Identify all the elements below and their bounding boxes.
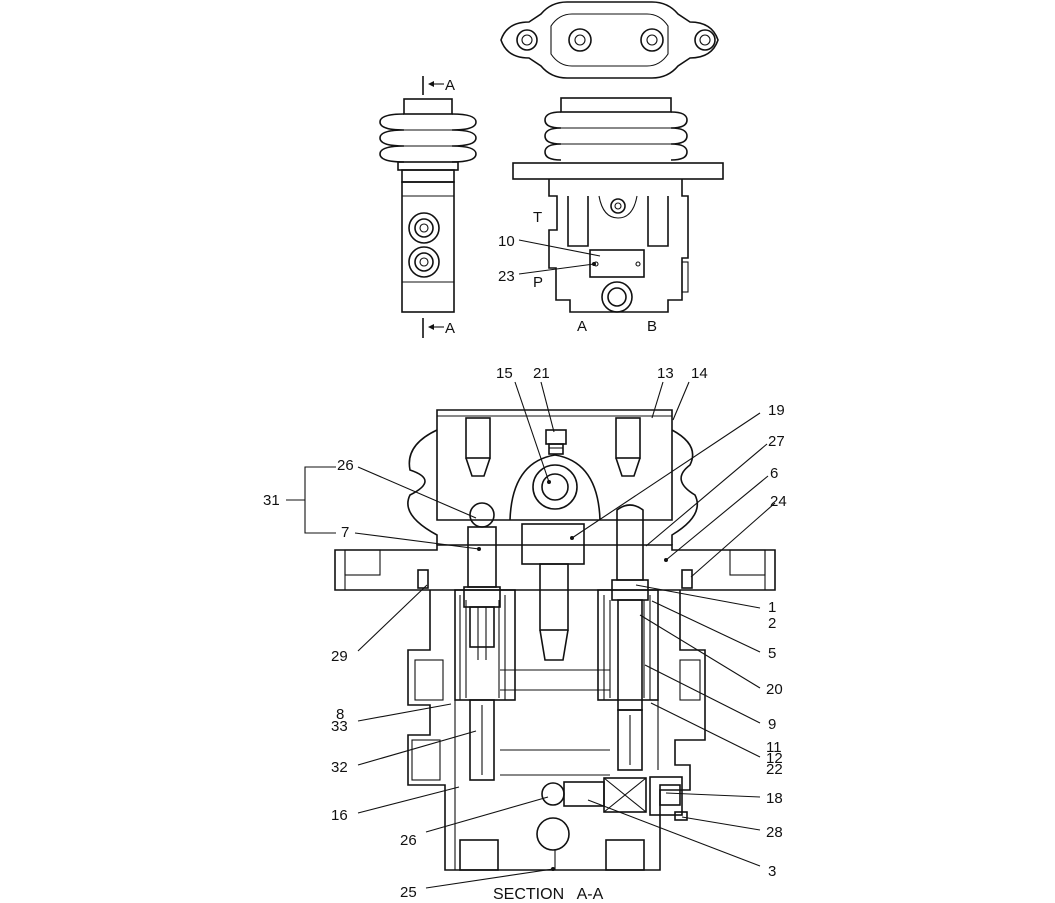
callout-7: 7	[341, 524, 349, 541]
callout-19: 19	[768, 402, 785, 419]
callout-18: 18	[766, 790, 783, 807]
callout-6: 6	[770, 465, 778, 482]
callout-28: 28	[766, 824, 783, 841]
callout-32: 32	[331, 759, 348, 776]
callout-23-top: 23	[498, 268, 515, 285]
front-view: T P A B 10 23	[498, 97, 724, 335]
top-view	[500, 1, 719, 79]
port-label-p: P	[533, 274, 543, 291]
callout-3: 3	[768, 863, 776, 880]
callout-16: 16	[331, 807, 348, 824]
section-view	[334, 409, 776, 871]
callout-11: 11	[766, 739, 782, 756]
callout-33: 33	[331, 718, 348, 735]
callout-12: 12	[766, 750, 783, 767]
callout-27: 27	[768, 433, 785, 450]
callout-29: 29	[331, 648, 348, 665]
callout-8: 8	[336, 706, 344, 723]
callout-21: 21	[533, 365, 550, 382]
callout-2: 2	[768, 615, 776, 632]
callout-15: 15	[496, 365, 513, 382]
section-arrow-bottom-label: A	[445, 320, 455, 337]
port-label-a: A	[577, 318, 587, 335]
callout-24: 24	[770, 493, 787, 510]
callout-13: 13	[657, 365, 674, 382]
callout-9: 9	[768, 716, 776, 733]
port-label-b: B	[647, 318, 657, 335]
callout-5: 5	[768, 645, 776, 662]
callout-22: 22	[766, 761, 783, 778]
port-label-t: T	[533, 209, 542, 226]
callout-31: 31	[263, 492, 280, 509]
side-view: A A	[379, 76, 477, 338]
callout-labels: 15 21 13 14 19 27 6 24 26 31 7 1 2 29 5 …	[263, 365, 787, 901]
section-arrow-top-label: A	[445, 77, 455, 94]
callout-10: 10	[498, 233, 515, 250]
callout-26-lower: 26	[400, 832, 417, 849]
leader-lines	[286, 381, 776, 889]
callout-25: 25	[400, 884, 417, 901]
callout-1: 1	[768, 599, 776, 616]
callout-20: 20	[766, 681, 783, 698]
callout-14: 14	[691, 365, 708, 382]
section-caption: SECTION A-A	[493, 886, 604, 903]
callout-26-upper: 26	[337, 457, 354, 474]
